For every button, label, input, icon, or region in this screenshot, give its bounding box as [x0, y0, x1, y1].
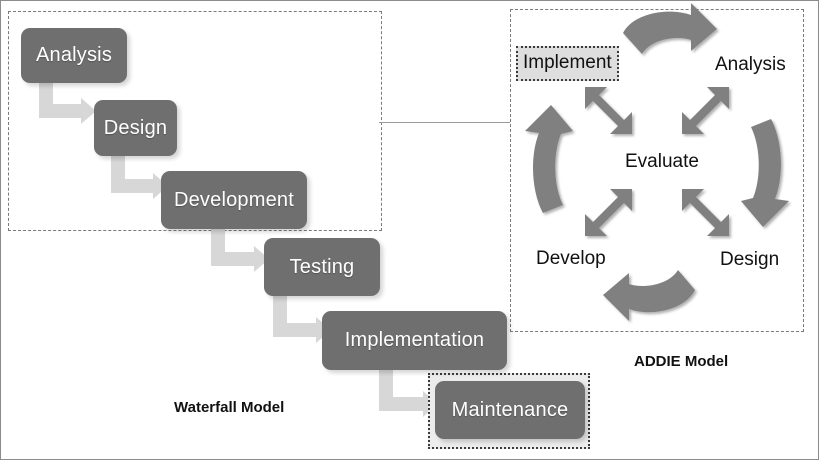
stage-label: Design [103, 116, 168, 139]
addie-model-caption: ADDIE Model [634, 353, 729, 370]
arrow-shaft-horizontal [379, 397, 426, 411]
addie-node-evaluate[interactable]: Evaluate [625, 151, 699, 172]
stage-analysis[interactable]: Analysis [21, 28, 127, 83]
stage-label: Implementation [344, 329, 485, 351]
stage-testing[interactable]: Testing [264, 238, 380, 296]
arrow-shaft-horizontal [111, 179, 156, 193]
stage-label: Development [173, 188, 295, 211]
stage-maintenance[interactable]: Maintenance [435, 381, 585, 439]
arrow-development-to-testing [211, 226, 273, 278]
arrow-shaft-horizontal [39, 104, 84, 118]
addie-node-implement[interactable]: Implement [516, 46, 619, 81]
arrow-shaft-horizontal [273, 323, 319, 337]
stage-label: Maintenance [451, 398, 569, 421]
waterfall-group-box [8, 11, 382, 231]
stage-label: Testing [289, 255, 355, 278]
stage-design[interactable]: Design [94, 100, 177, 156]
stage-development[interactable]: Development [161, 171, 307, 229]
models-connector-line [379, 122, 510, 123]
stage-implementation[interactable]: Implementation [322, 311, 507, 370]
addie-node-analysis[interactable]: Analysis [715, 54, 786, 75]
stage-label: Analysis [35, 44, 113, 66]
addie-node-design[interactable]: Design [720, 249, 780, 270]
waterfall-model-caption: Waterfall Model [174, 399, 285, 416]
arrow-analysis-to-design [39, 81, 99, 131]
arrow-shaft-horizontal [211, 252, 257, 266]
arrow-head [81, 98, 96, 124]
addie-node-develop[interactable]: Develop [536, 248, 606, 269]
